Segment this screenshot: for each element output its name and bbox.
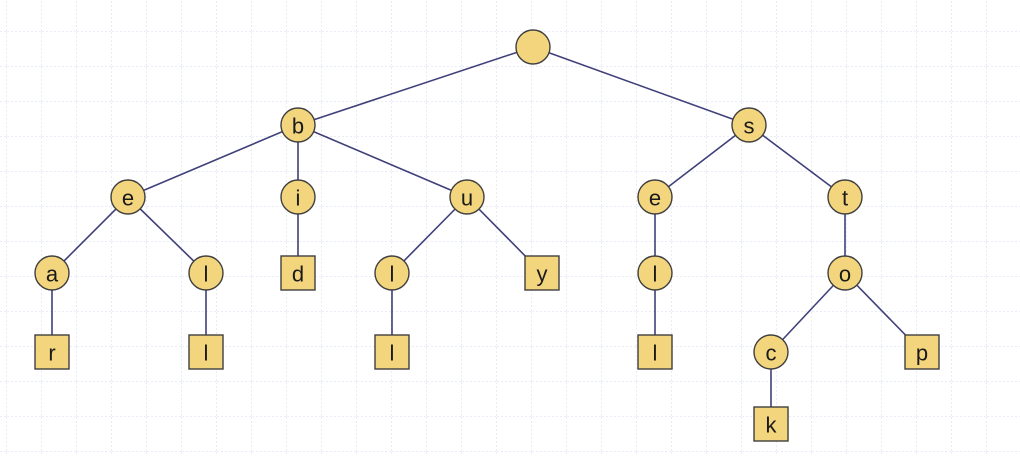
leaf-node-stop: p — [904, 334, 940, 370]
node-circle — [827, 179, 863, 215]
node-label: y — [537, 262, 548, 287]
edge-be-bel — [127, 196, 207, 274]
node-label: s — [744, 114, 755, 139]
node-label: b — [292, 114, 304, 139]
node-sto: o — [827, 255, 863, 291]
node-circle — [827, 255, 863, 291]
node-label: d — [292, 262, 304, 287]
leaf-node-stock: k — [753, 406, 789, 442]
leaf-square — [280, 255, 316, 291]
edge-s-se — [654, 124, 750, 198]
node-circle — [34, 255, 70, 291]
leaf-square — [188, 334, 224, 370]
leaf-node-bear: r — [34, 334, 70, 370]
node-label: r — [48, 341, 55, 366]
node-circle — [110, 179, 146, 215]
nodes-layer: b s e i u e t a l d l y l o r l l l c p k — [34, 29, 940, 442]
node-root — [515, 29, 551, 65]
leaf-node-bid: d — [280, 255, 316, 291]
node-circle — [374, 255, 410, 291]
node-circle — [449, 179, 485, 215]
leaf-node-bull: l — [374, 334, 410, 370]
leaf-square — [374, 334, 410, 370]
node-st: t — [827, 179, 863, 215]
node-label: e — [649, 186, 661, 211]
node-bul: l — [374, 255, 410, 291]
edge-b-be — [127, 124, 299, 198]
node-bel: l — [188, 255, 224, 291]
node-circle — [731, 107, 767, 143]
node-label: l — [653, 262, 658, 287]
edge-root-b — [297, 46, 534, 126]
edge-s-st — [748, 124, 846, 198]
node-label: l — [390, 341, 395, 366]
leaf-square — [637, 334, 673, 370]
node-label: u — [461, 186, 473, 211]
edge-root-s — [532, 46, 750, 126]
node-bu: u — [449, 179, 485, 215]
node-label: i — [296, 186, 301, 211]
node-s: s — [731, 107, 767, 143]
node-circle — [753, 334, 789, 370]
edge-bu-bul — [391, 196, 468, 274]
node-circle — [637, 179, 673, 215]
node-label: l — [204, 341, 209, 366]
node-label: k — [766, 413, 778, 438]
node-label: l — [204, 262, 209, 287]
edge-be-bea — [51, 196, 129, 274]
leaf-square — [753, 406, 789, 442]
node-label: e — [122, 186, 134, 211]
node-bi: i — [280, 179, 316, 215]
root-circle — [515, 29, 551, 65]
edge-b-bu — [297, 124, 468, 198]
node-se: e — [637, 179, 673, 215]
node-label: c — [766, 341, 777, 366]
node-circle — [280, 179, 316, 215]
node-bea: a — [34, 255, 70, 291]
node-circle — [280, 107, 316, 143]
leaf-square — [524, 255, 560, 291]
node-label: a — [46, 262, 59, 287]
leaf-node-buy: y — [524, 255, 560, 291]
leaf-square — [34, 334, 70, 370]
edge-sto-stoc — [770, 272, 846, 353]
node-be: e — [110, 179, 146, 215]
leaf-square — [904, 334, 940, 370]
node-label: o — [839, 262, 851, 287]
node-circle — [637, 255, 673, 291]
node-sel: l — [637, 255, 673, 291]
node-label: p — [916, 341, 928, 366]
leaf-node-sell: l — [637, 334, 673, 370]
node-label: l — [390, 262, 395, 287]
node-label: t — [842, 186, 848, 211]
leaf-node-bell: l — [188, 334, 224, 370]
node-circle — [188, 255, 224, 291]
node-b: b — [280, 107, 316, 143]
node-stoc: c — [753, 334, 789, 370]
node-label: l — [653, 341, 658, 366]
